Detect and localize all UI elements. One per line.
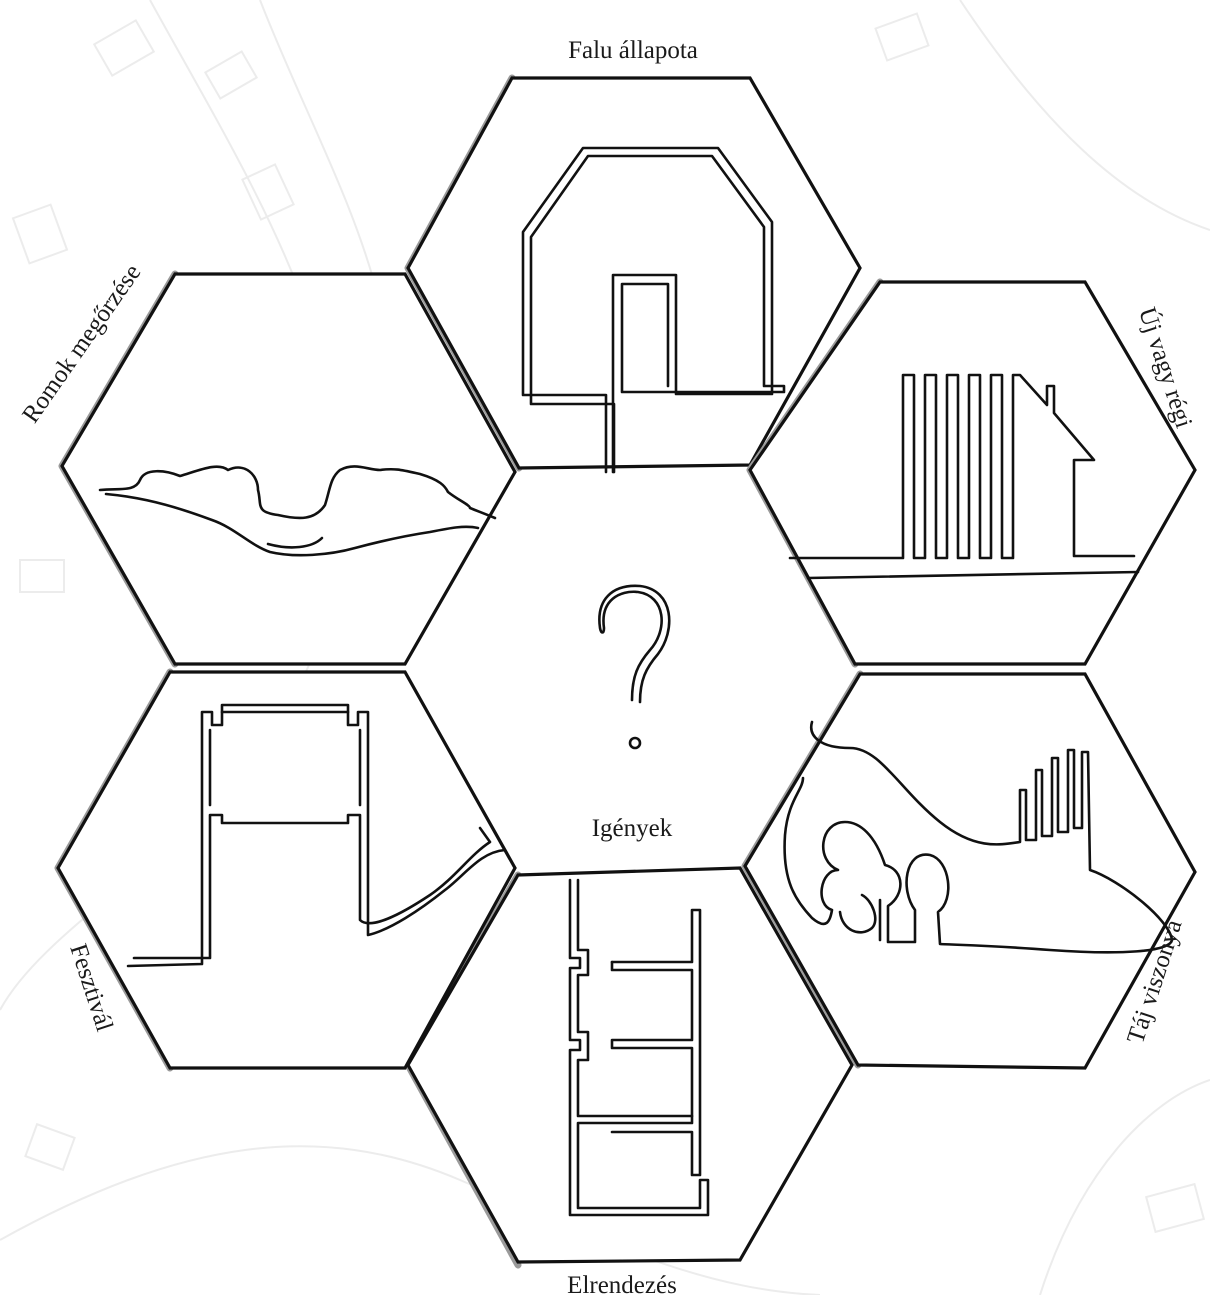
center-cell: Igények [592, 586, 673, 842]
question-mark-icon [599, 586, 669, 702]
center-label: Igények [592, 815, 673, 842]
cell-label: Elrendezés [567, 1272, 677, 1295]
question-dot-icon [630, 738, 640, 748]
cell-label: Falu állapota [568, 37, 698, 64]
